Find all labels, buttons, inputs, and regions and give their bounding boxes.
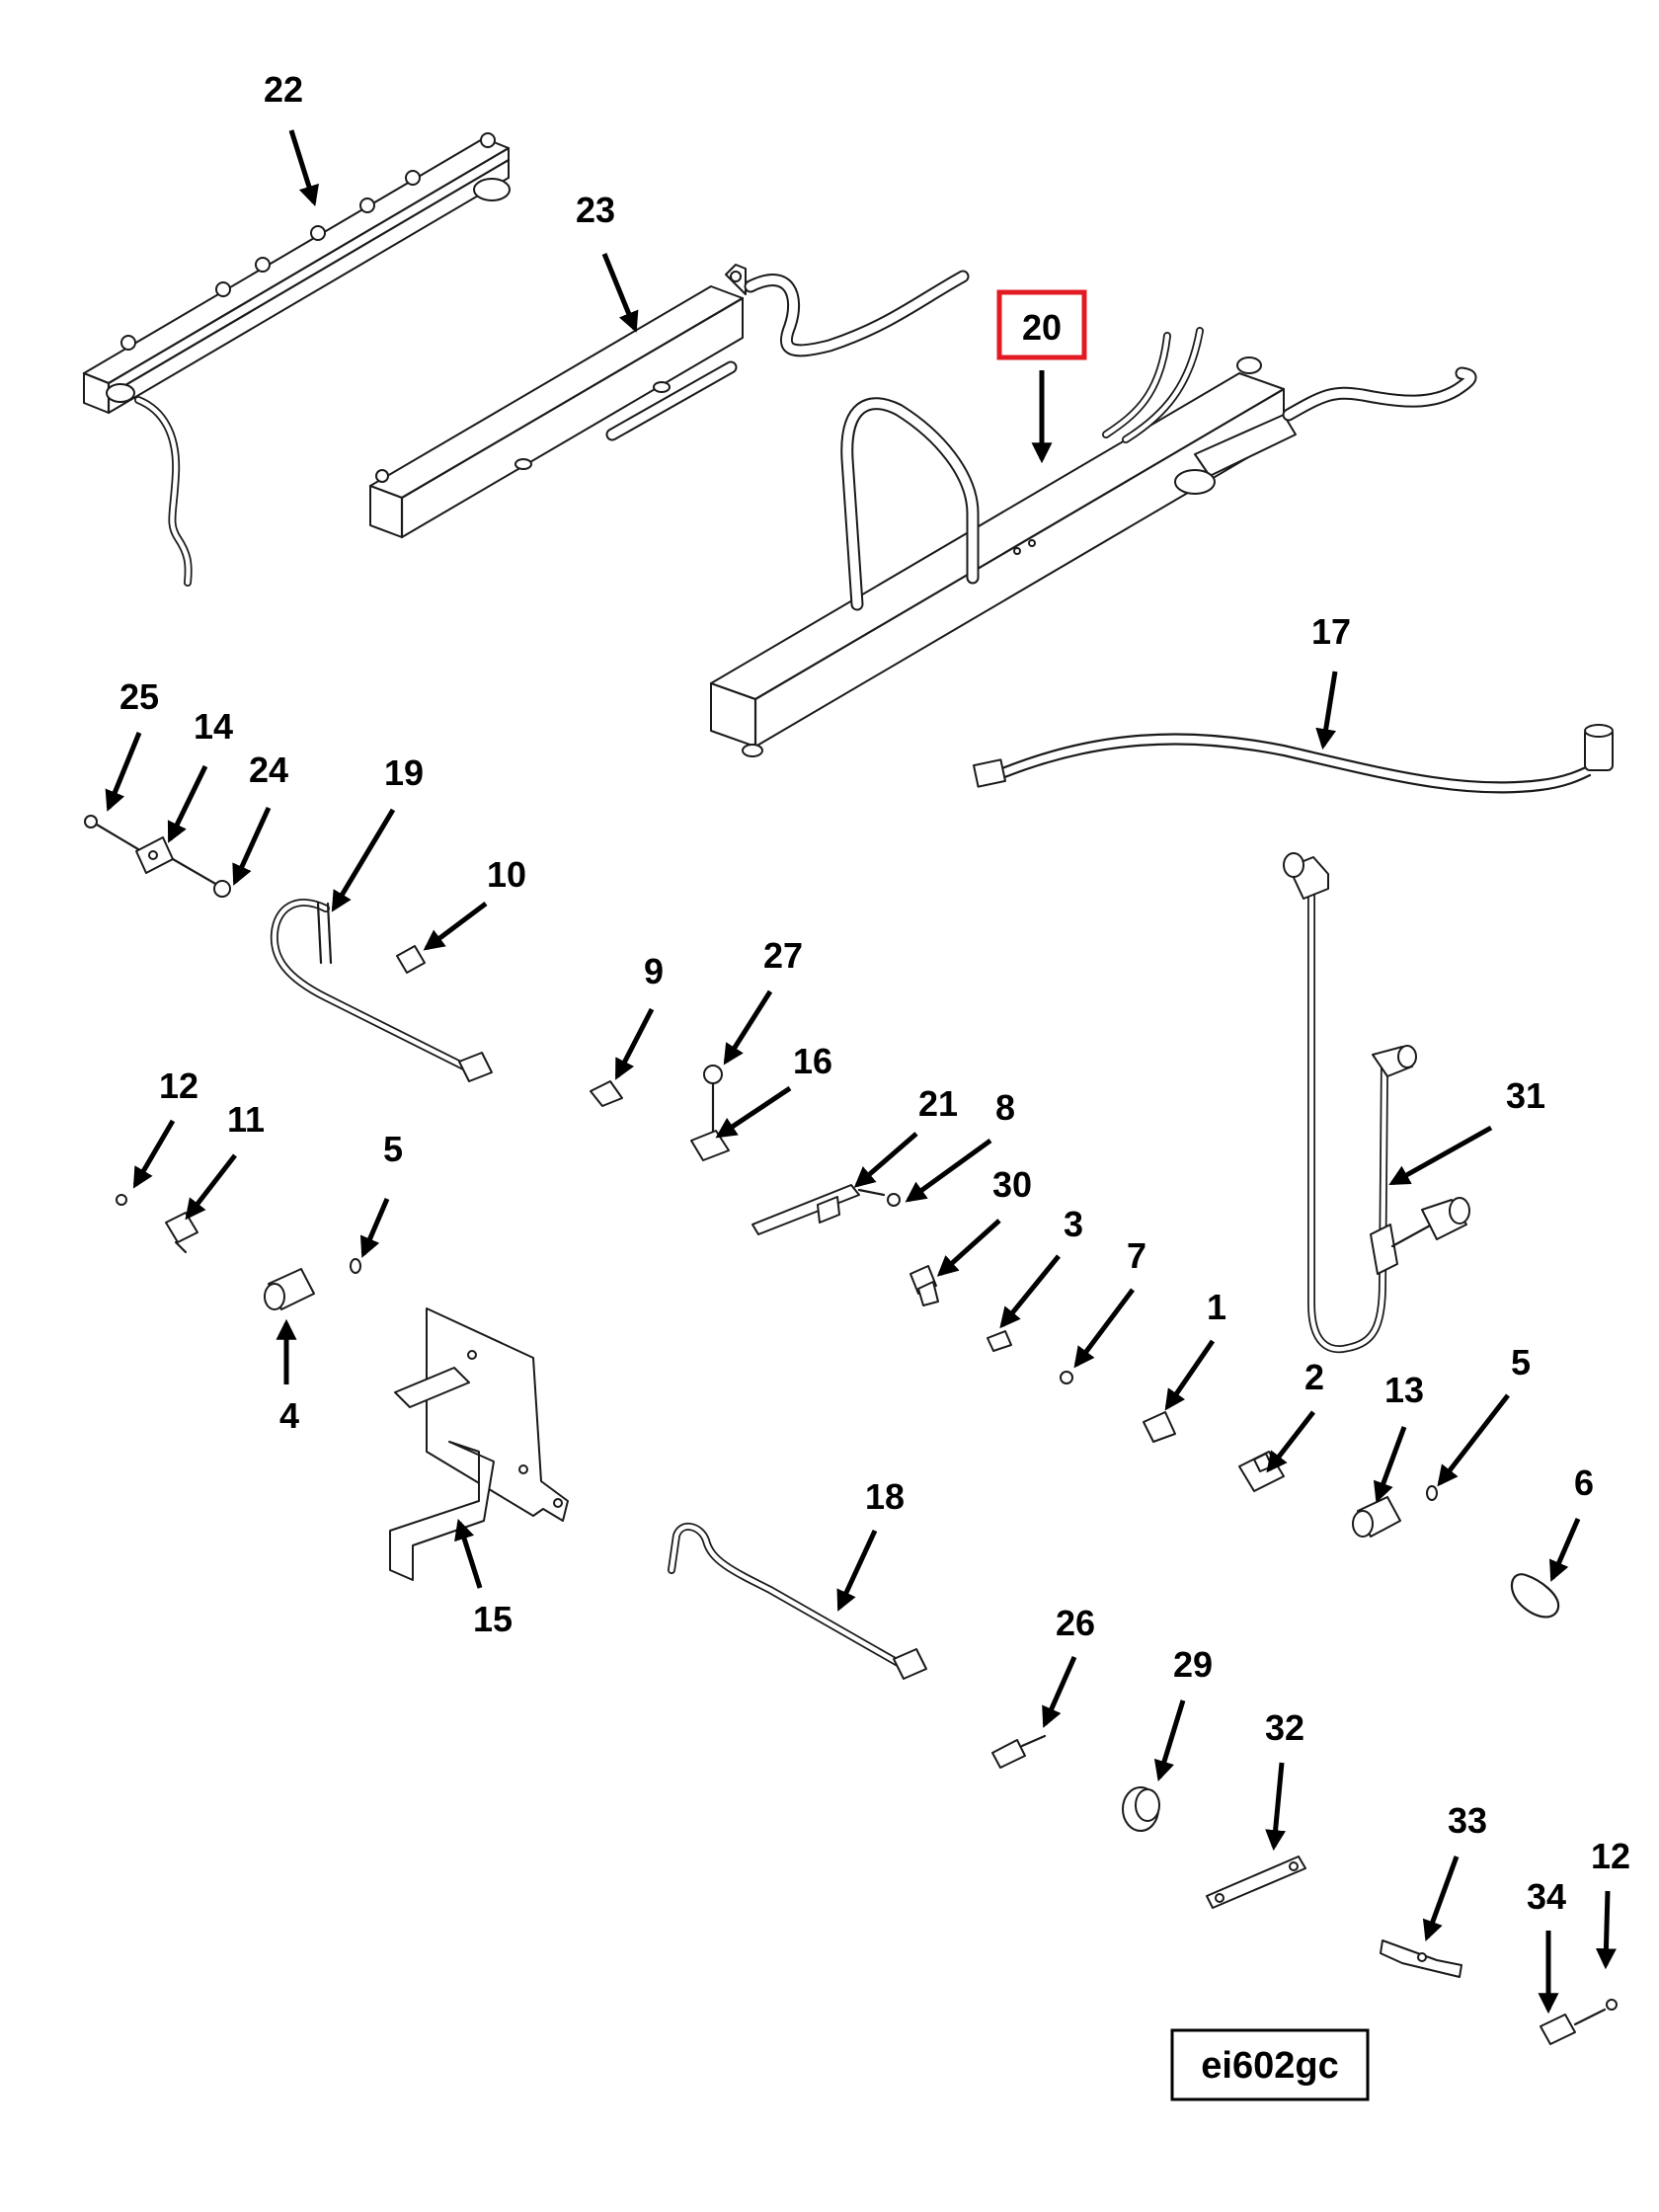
part-1-clamp [1143, 1411, 1176, 1443]
callout-15[interactable]: 15 [473, 1599, 513, 1639]
callout-11[interactable]: 11 [227, 1099, 265, 1140]
part-5-o-ring-right [1426, 1485, 1438, 1501]
callout-12-right[interactable]: 12 [1591, 1836, 1630, 1876]
part-33-bracket [1380, 1939, 1462, 1978]
callout-27[interactable]: 27 [763, 935, 803, 976]
part-32-bracket [1206, 1856, 1306, 1909]
callout-33[interactable]: 33 [1448, 1800, 1487, 1841]
part-14-clamp [135, 836, 219, 887]
part-26-bolt [991, 1734, 1047, 1769]
part-31-hose-assembly [1283, 852, 1470, 1354]
part-12-o-ring-left [116, 1194, 127, 1206]
part-3-clip [987, 1330, 1012, 1352]
callout-32[interactable]: 32 [1265, 1707, 1304, 1748]
part-25-screw [84, 815, 140, 851]
callout-12-left[interactable]: 12 [159, 1066, 198, 1106]
part-18-hose [668, 1523, 927, 1680]
part-8-nut [887, 1193, 901, 1207]
callout-5-left[interactable]: 5 [383, 1129, 403, 1169]
callout-21[interactable]: 21 [918, 1083, 958, 1124]
figure-id-box: ei602gc [1170, 2028, 1370, 2101]
callout-18[interactable]: 18 [865, 1476, 905, 1517]
part-17-cable [973, 724, 1614, 794]
callout-24[interactable]: 24 [249, 750, 288, 790]
callout-6[interactable]: 6 [1574, 1462, 1594, 1503]
callout-3[interactable]: 3 [1064, 1204, 1083, 1244]
part-24-nut [213, 880, 231, 898]
part-20-frame-assembly [709, 327, 1477, 757]
part-27-bolt [703, 1065, 723, 1138]
callout-8[interactable]: 8 [995, 1087, 1015, 1128]
callout-10[interactable]: 10 [487, 854, 526, 895]
part-5-o-ring-left [350, 1258, 361, 1274]
part-15-bracket [389, 1307, 569, 1581]
callout-13[interactable]: 13 [1384, 1370, 1424, 1410]
callout-highlight-box [996, 289, 1087, 360]
callout-23[interactable]: 23 [576, 190, 615, 230]
callout-1[interactable]: 1 [1207, 1287, 1226, 1327]
part-29-ring [1122, 1786, 1160, 1832]
callout-14[interactable]: 14 [194, 706, 233, 747]
callout-5-right[interactable]: 5 [1511, 1342, 1531, 1382]
callout-30[interactable]: 30 [992, 1164, 1032, 1205]
callout-labels: 22 23 20 17 25 14 24 19 10 9 27 16 21 8 … [119, 69, 1630, 1917]
part-16-clamp [690, 1130, 730, 1161]
callout-34[interactable]: 34 [1527, 1876, 1566, 1917]
part-11-fitting [165, 1212, 198, 1254]
part-6-loop-clamp [1510, 1573, 1560, 1619]
part-7-nut [1060, 1371, 1073, 1384]
callout-31[interactable]: 31 [1506, 1075, 1545, 1116]
part-4-valve [264, 1268, 315, 1310]
callout-22[interactable]: 22 [264, 69, 303, 110]
callout-20[interactable]: 20 [1022, 307, 1062, 348]
part-10-fitting [396, 945, 426, 974]
callout-19[interactable]: 19 [384, 752, 424, 793]
callout-9[interactable]: 9 [644, 951, 664, 991]
part-13-valve [1352, 1496, 1401, 1538]
callout-4[interactable]: 4 [279, 1395, 299, 1436]
callout-26[interactable]: 26 [1056, 1603, 1095, 1643]
leader-arrows [105, 129, 1617, 2014]
part-22-manifold-rail [82, 132, 511, 587]
callout-17[interactable]: 17 [1311, 611, 1351, 652]
part-12-o-ring-right [1606, 1999, 1618, 2011]
callout-25[interactable]: 25 [119, 676, 159, 717]
part-9-clip [590, 1080, 623, 1107]
callout-7[interactable]: 7 [1127, 1235, 1146, 1276]
part-30-bracket [909, 1265, 939, 1306]
part-19-hose [270, 899, 493, 1082]
figure-id: ei602gc [1201, 2045, 1338, 2087]
callout-29[interactable]: 29 [1173, 1644, 1213, 1685]
part-23-cylinder-bar [368, 264, 970, 539]
callout-2[interactable]: 2 [1304, 1357, 1324, 1397]
part-34-fitting [1540, 2008, 1607, 2045]
part-21-lever [751, 1184, 886, 1235]
callout-16[interactable]: 16 [793, 1041, 832, 1081]
